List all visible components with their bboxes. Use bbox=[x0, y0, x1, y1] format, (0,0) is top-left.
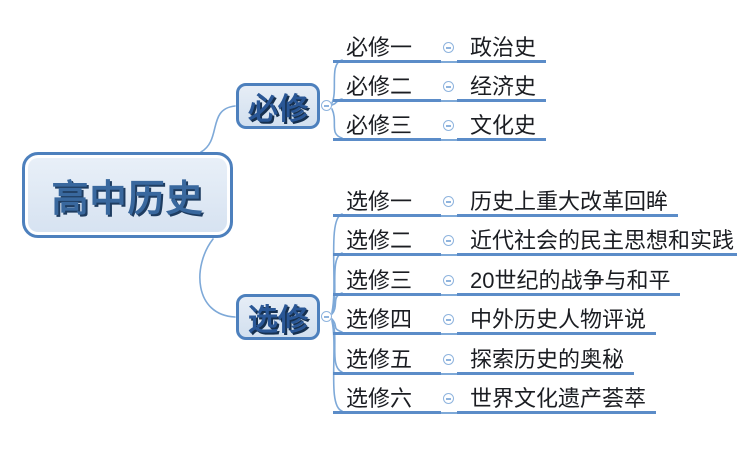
topic-row-bixiu-1: 必修一 政治史 bbox=[333, 36, 547, 63]
topic-row-xuanxiu-4: 选修四 中外历史人物评说 bbox=[333, 308, 657, 335]
topic-row-bixiu-3: 必修三 文化史 bbox=[333, 114, 547, 141]
branch-node-bixiu[interactable]: 必修 bbox=[236, 83, 320, 129]
collapse-minus-icon[interactable] bbox=[443, 275, 454, 286]
collapse-minus-icon[interactable] bbox=[443, 81, 454, 92]
subtopic-label[interactable]: 近代社会的民主思想和实践 bbox=[457, 229, 737, 256]
topic-gap bbox=[441, 308, 457, 335]
collapse-minus-icon[interactable] bbox=[443, 120, 454, 131]
subtopic-label[interactable]: 世界文化遗产荟萃 bbox=[457, 387, 657, 414]
topic-row-xuanxiu-6: 选修六 世界文化遗产荟萃 bbox=[333, 387, 657, 414]
collapse-minus-icon[interactable] bbox=[443, 354, 454, 365]
collapse-minus-icon[interactable] bbox=[443, 314, 454, 325]
topic-label[interactable]: 必修一 bbox=[333, 36, 441, 63]
topic-gap bbox=[441, 190, 457, 217]
topic-label[interactable]: 选修五 bbox=[333, 348, 441, 375]
connector-xuanxiu-4 bbox=[331, 318, 343, 333]
connector-root-xuanxiu bbox=[199, 238, 236, 318]
topic-row-xuanxiu-3: 选修三 20世纪的战争与和平 bbox=[333, 269, 681, 296]
connector-bixiu-3 bbox=[331, 108, 343, 139]
topic-label[interactable]: 选修六 bbox=[333, 387, 441, 414]
collapse-minus-icon[interactable] bbox=[321, 311, 332, 322]
topic-label[interactable]: 选修三 bbox=[333, 269, 441, 296]
collapse-minus-icon[interactable] bbox=[443, 235, 454, 246]
collapse-minus-icon[interactable] bbox=[443, 196, 454, 207]
topic-row-bixiu-2: 必修二 经济史 bbox=[333, 75, 547, 102]
branch-label: 必修 bbox=[248, 93, 308, 126]
topic-gap bbox=[441, 387, 457, 414]
topic-gap bbox=[441, 114, 457, 141]
topic-label[interactable]: 必修三 bbox=[333, 114, 441, 141]
topic-label[interactable]: 选修四 bbox=[333, 308, 441, 335]
subtopic-label[interactable]: 探索历史的奥秘 bbox=[457, 348, 635, 375]
topic-gap bbox=[441, 36, 457, 63]
collapse-minus-icon[interactable] bbox=[443, 42, 454, 53]
root-node[interactable]: 高中历史 bbox=[22, 152, 233, 238]
subtopic-label[interactable]: 文化史 bbox=[457, 114, 547, 141]
branch-label: 选修 bbox=[248, 304, 308, 337]
topic-gap bbox=[441, 229, 457, 256]
topic-row-xuanxiu-2: 选修二 近代社会的民主思想和实践 bbox=[333, 229, 737, 256]
collapse-minus-icon[interactable] bbox=[443, 393, 454, 404]
subtopic-label[interactable]: 20世纪的战争与和平 bbox=[457, 269, 681, 296]
subtopic-label[interactable]: 经济史 bbox=[457, 75, 547, 102]
topic-label[interactable]: 选修二 bbox=[333, 229, 441, 256]
subtopic-label[interactable]: 政治史 bbox=[457, 36, 547, 63]
connector-root-bixiu bbox=[200, 105, 236, 153]
branch-node-xuanxiu[interactable]: 选修 bbox=[236, 294, 320, 340]
topic-row-xuanxiu-5: 选修五 探索历史的奥秘 bbox=[333, 348, 635, 375]
root-label: 高中历史 bbox=[51, 178, 204, 219]
topic-label[interactable]: 选修一 bbox=[333, 190, 441, 217]
topic-gap bbox=[441, 348, 457, 375]
topic-gap bbox=[441, 75, 457, 102]
subtopic-label[interactable]: 中外历史人物评说 bbox=[457, 308, 657, 335]
topic-gap bbox=[441, 269, 457, 296]
subtopic-label[interactable]: 历史上重大改革回眸 bbox=[457, 190, 679, 217]
collapse-minus-icon[interactable] bbox=[321, 100, 332, 111]
topic-label[interactable]: 必修二 bbox=[333, 75, 441, 102]
topic-row-xuanxiu-1: 选修一 历史上重大改革回眸 bbox=[333, 190, 679, 217]
